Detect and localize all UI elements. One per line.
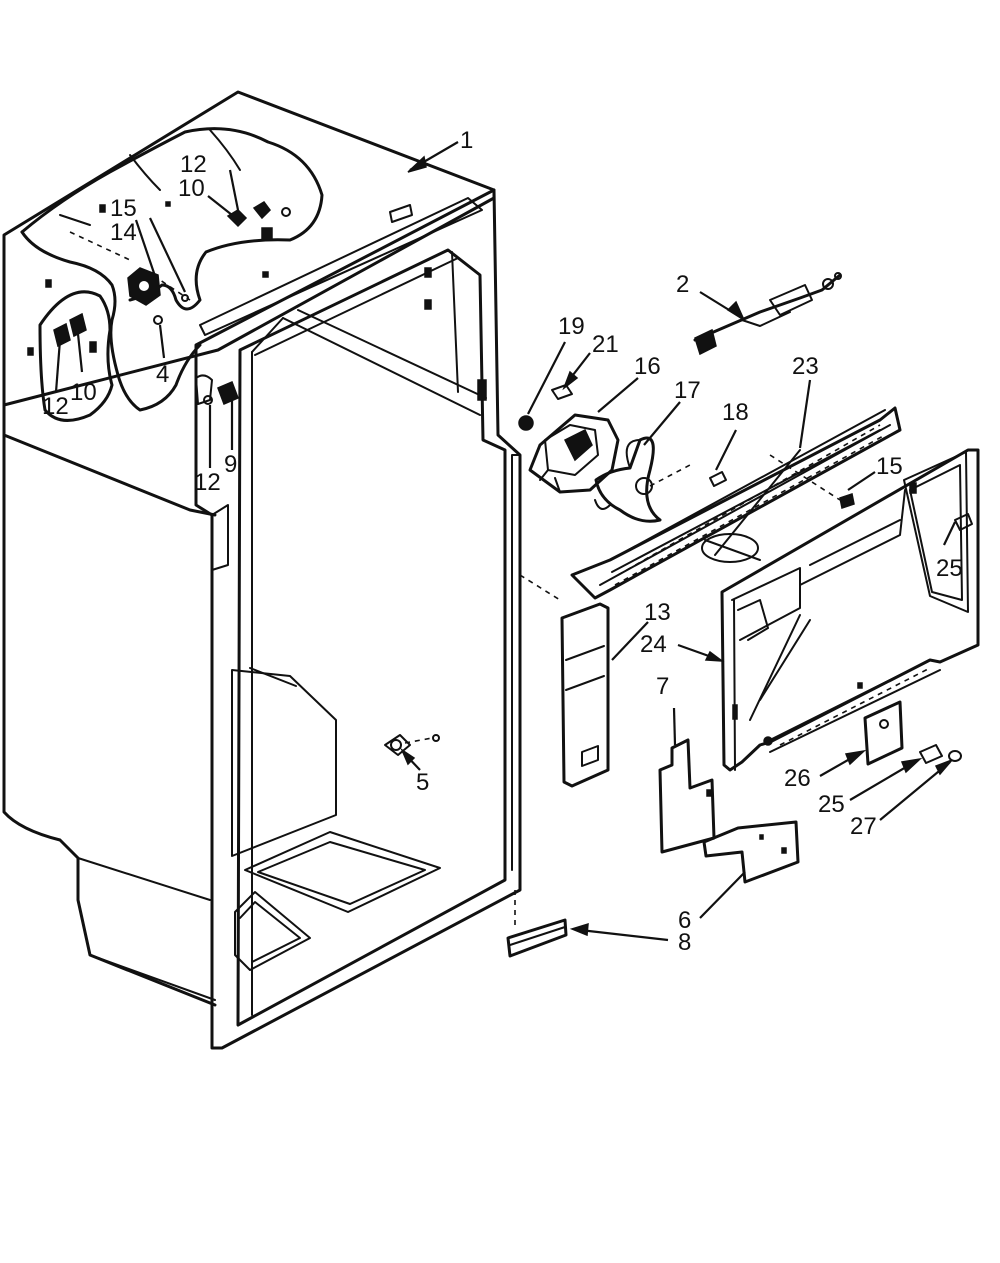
part-8-strip — [506, 890, 568, 958]
callout-24: 24 — [640, 631, 667, 658]
part-6-bracket — [702, 820, 800, 884]
callout-25-upper: 25 — [936, 555, 963, 582]
callout-8: 8 — [678, 929, 691, 956]
callout-12-right: 12 — [194, 469, 221, 496]
callout-18: 18 — [722, 399, 749, 426]
callout-5: 5 — [416, 769, 429, 796]
callout-25-lower: 25 — [818, 791, 845, 818]
callout-10-lower: 10 — [70, 379, 97, 406]
fan-motor-assembly — [518, 384, 727, 523]
callout-14: 14 — [110, 219, 137, 246]
callout-9: 9 — [224, 451, 237, 478]
top-wiring-area — [20, 127, 324, 422]
part-2-harness — [693, 272, 842, 356]
part-23-fan-shroud — [570, 406, 902, 600]
callout-15-right: 15 — [876, 453, 903, 480]
callout-26: 26 — [784, 765, 811, 792]
callout-labels: 1 2 4 5 6 7 8 9 10 10 12 12 12 13 14 15 … — [42, 127, 963, 956]
callout-27: 27 — [850, 813, 877, 840]
callout-17: 17 — [674, 377, 701, 404]
cabinet-liner — [2, 90, 522, 1050]
callout-2: 2 — [676, 271, 689, 298]
callout-23: 23 — [792, 353, 819, 380]
callout-21: 21 — [592, 331, 619, 358]
callout-15-left: 15 — [110, 195, 137, 222]
callout-4: 4 — [156, 361, 169, 388]
callout-13: 13 — [644, 599, 671, 626]
part-24-evaporator-cover — [720, 448, 980, 772]
callout-12-upper: 12 — [180, 151, 207, 178]
callout-12-left: 12 — [42, 393, 69, 420]
callout-7: 7 — [656, 673, 669, 700]
leader-lines — [54, 141, 956, 942]
callout-10-upper: 10 — [178, 175, 205, 202]
part-26-27-hardware — [863, 700, 962, 766]
callout-16: 16 — [634, 353, 661, 380]
part-7-baffle — [658, 738, 716, 854]
callout-19: 19 — [558, 313, 585, 340]
callout-1: 1 — [460, 127, 473, 154]
callout-6: 6 — [678, 907, 691, 934]
part-13-air-duct — [519, 574, 610, 788]
